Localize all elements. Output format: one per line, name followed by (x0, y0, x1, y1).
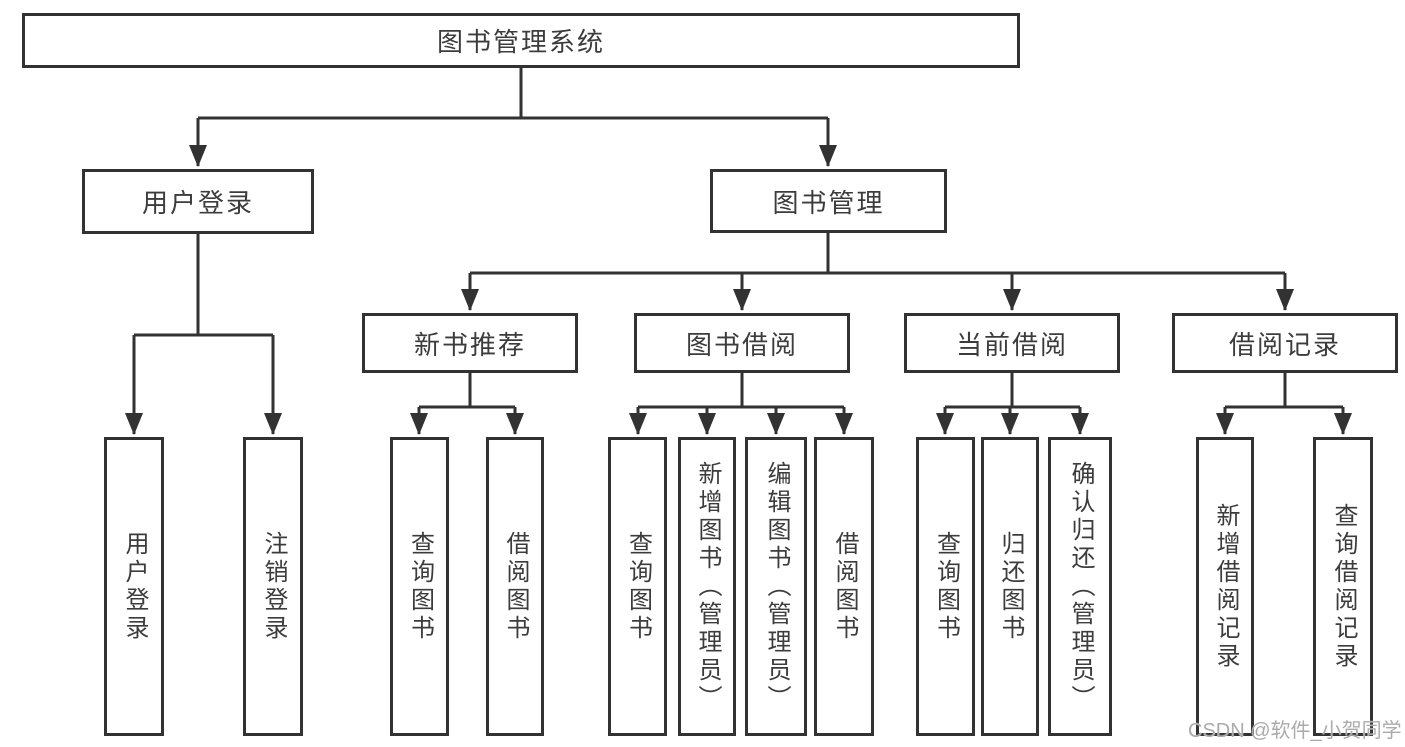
leaf-edit-book-admin-label: 编辑图书（管理员） (763, 460, 790, 713)
leaf-return-books: 归还图书 (981, 437, 1039, 736)
connector-user-login-to-leaves (125, 234, 282, 435)
connector-book-borrowing-to-leaves (629, 373, 853, 435)
node-user-login-label: 用户登录 (141, 188, 254, 218)
node-book-borrowing-label: 图书借阅 (685, 329, 798, 360)
leaf-query-books-recommend-label: 查询图书 (406, 530, 434, 643)
node-user-login: 用户登录 (82, 169, 314, 234)
leaf-add-book-admin-label: 新增图书（管理员） (694, 460, 721, 713)
leaf-return-books-label: 归还图书 (997, 530, 1024, 643)
leaf-user-login-label: 用户登录 (121, 530, 148, 643)
node-new-book-recommend-label: 新书推荐 (413, 329, 526, 360)
connector-borrowing-records-to-leaves (1216, 373, 1352, 435)
leaf-query-borrow-record: 查询借阅记录 (1313, 437, 1373, 736)
leaf-borrow-books-recommend: 借阅图书 (486, 437, 544, 736)
connector-book-management-to-level3 (461, 233, 1294, 311)
leaf-add-book-admin: 新增图书（管理员） (678, 437, 736, 736)
leaf-add-borrow-record: 新增借阅记录 (1196, 437, 1254, 736)
node-root-label: 图书管理系统 (436, 27, 605, 57)
connector-new-book-recommend-to-leaves (410, 373, 524, 435)
leaf-query-books-recommend: 查询图书 (390, 437, 449, 736)
node-borrowing-records: 借阅记录 (1172, 313, 1398, 373)
leaf-query-books-current-label: 查询图书 (932, 530, 960, 643)
node-current-borrowing-label: 当前借阅 (955, 329, 1068, 360)
leaf-borrow-books: 借阅图书 (814, 437, 874, 736)
leaf-logout: 注销登录 (243, 437, 303, 736)
node-borrowing-records-label: 借阅记录 (1228, 329, 1341, 360)
connector-current-borrowing-to-leaves (936, 373, 1089, 435)
connector-root-to-level2 (189, 68, 837, 167)
leaf-add-borrow-record-label: 新增借阅记录 (1212, 502, 1239, 671)
node-new-book-recommend: 新书推荐 (362, 313, 578, 373)
node-book-management-label: 图书管理 (772, 187, 885, 218)
leaf-query-borrow-record-label: 查询借阅记录 (1330, 502, 1357, 671)
leaf-edit-book-admin: 编辑图书（管理员） (745, 437, 807, 736)
leaf-user-login: 用户登录 (104, 437, 164, 736)
node-book-borrowing: 图书借阅 (634, 313, 850, 373)
leaf-borrow-books-label: 借阅图书 (831, 530, 858, 643)
csdn-watermark: CSDN @软件_小贺同学 (1188, 720, 1402, 742)
leaf-confirm-return-admin-label: 确认归还（管理员） (1067, 460, 1094, 713)
leaf-query-books-current: 查询图书 (916, 437, 975, 736)
leaf-query-books-borrowing: 查询图书 (608, 437, 667, 736)
node-current-borrowing: 当前借阅 (904, 313, 1120, 373)
leaf-query-books-borrowing-label: 查询图书 (624, 530, 652, 643)
leaf-confirm-return-admin: 确认归还（管理员） (1048, 437, 1112, 736)
node-book-management: 图书管理 (710, 169, 947, 233)
node-root-system: 图书管理系统 (22, 13, 1020, 68)
leaf-logout-label: 注销登录 (260, 530, 287, 643)
leaf-borrow-books-recommend-label: 借阅图书 (502, 530, 529, 643)
